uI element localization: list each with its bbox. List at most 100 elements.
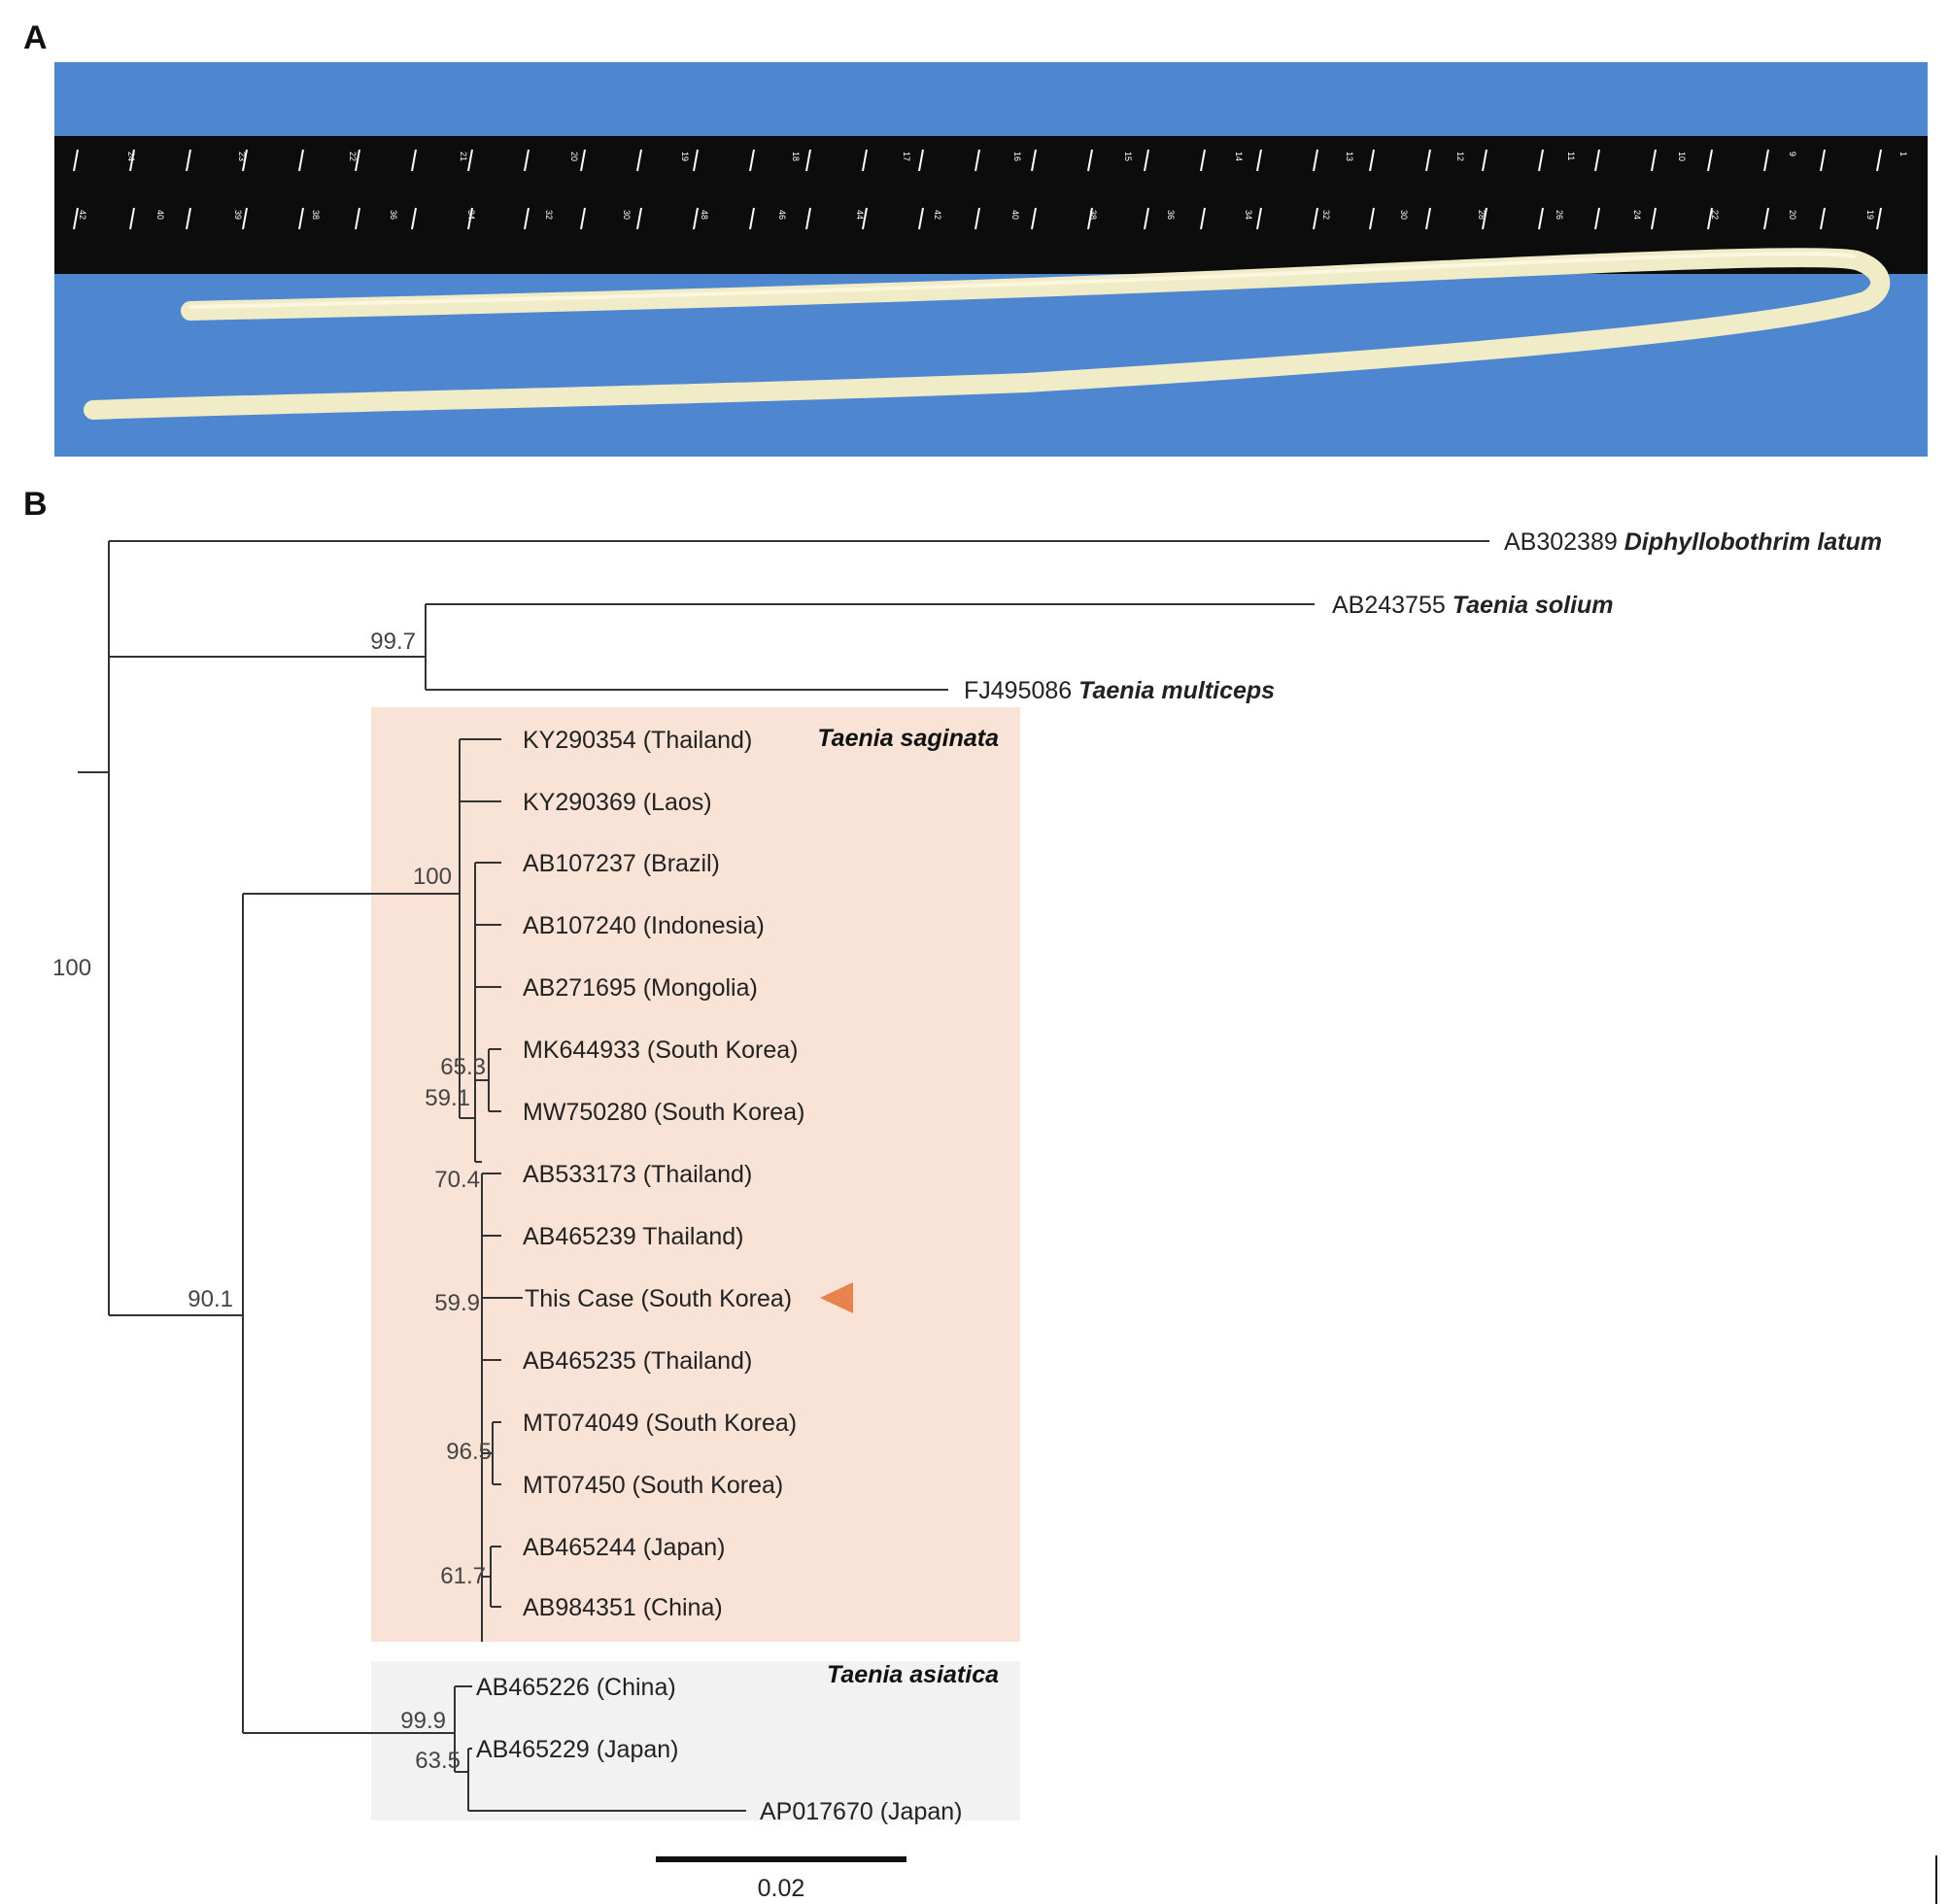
ruler-number: 32 [1321,210,1331,220]
ruler-number: 38 [1088,210,1098,220]
ruler-number: 17 [902,152,911,161]
leaf-label: KY290369 (Laos) [523,789,712,816]
ruler-tick [749,207,755,230]
ruler-tick [636,149,642,172]
ruler-tick [355,207,360,230]
ruler-tick [749,149,755,172]
ruler-tick [1313,207,1318,230]
ruler-number: 42 [933,210,942,220]
bootstrap-label: 100 [413,864,452,890]
ruler-number: 39 [233,210,243,220]
ruler-tick [1763,149,1769,172]
panel-b-label: B [23,486,48,523]
ruler-tick [1031,149,1037,172]
ruler-tick [129,207,135,230]
ruler-tick [467,149,473,172]
ruler-tick [1369,207,1375,230]
tapeworm-highlight [188,252,1856,309]
ruler-tick [1256,149,1262,172]
ruler-tick [1087,207,1093,230]
ruler-number: 32 [544,210,554,220]
ruler-number: 15 [1123,152,1133,161]
leaf-label-latum: AB302389 Diphyllobothrim latum [1504,528,1882,556]
ruler-number: 40 [1010,210,1020,220]
ruler-tick [355,149,360,172]
ruler-tick [186,149,191,172]
leaf-label-multiceps: FJ495086 Taenia multiceps [964,677,1275,704]
ruler-number: 18 [791,152,801,161]
ruler-tick [693,207,699,230]
ruler-tick [1482,149,1487,172]
ruler-tick [1820,149,1826,172]
ruler-number: 36 [1166,210,1176,220]
ruler-tick [1200,149,1206,172]
ruler-tick [1313,149,1318,172]
ruler-number: 44 [855,210,865,220]
phylogenetic-tree: Taenia saginata Taenia asiatica [52,528,1937,1904]
ruler-tick [242,149,248,172]
ruler-tick [1256,207,1262,230]
ruler-tick [805,149,811,172]
bootstrap-label: 63.5 [415,1748,461,1774]
ruler-number: 34 [1244,210,1253,220]
ruler-number: 22 [348,152,358,161]
ruler-tick [411,149,417,172]
ruler-number: 36 [389,210,398,220]
ruler-number: 16 [1012,152,1022,161]
this-case-marker-arrow [820,1282,853,1313]
ruler-tick [524,149,530,172]
bootstrap-label: 99.7 [370,629,416,655]
bootstrap-label: 99.9 [400,1708,446,1734]
ruler-tick [1707,207,1713,230]
leaf-label: AB465235 (Thailand) [523,1347,752,1375]
ruler-number: 1 [1898,152,1908,156]
ruler-number: 21 [459,152,468,161]
ruler-tick [1820,207,1826,230]
ruler-number: 11 [1566,152,1576,160]
leaf-label: AB984351 (China) [523,1594,723,1621]
ruler-tick [1763,207,1769,230]
ruler-tick [298,149,304,172]
ruler-tick [974,149,980,172]
ruler-tick [1594,207,1600,230]
leaf-label-this-case: This Case (South Korea) [525,1285,792,1312]
bootstrap-label: 65.3 [440,1054,486,1080]
ruler-number: 13 [1345,152,1354,161]
leaf-label: MT07450 (South Korea) [523,1472,783,1499]
ruler-tick [1538,207,1544,230]
ruler-number: 28 [1477,210,1487,220]
asiatica-clade-title: Taenia asiatica [827,1661,999,1688]
ruler-number: 38 [311,210,321,220]
ruler-tick [1876,149,1882,172]
ruler-tick [73,207,79,230]
ruler-number: 19 [680,152,690,161]
leaf-label: AB465229 (Japan) [476,1736,678,1763]
ruler-number: 48 [700,210,709,220]
ruler-tick [186,207,191,230]
ruler-number: 20 [1788,210,1797,220]
ruler-tick [1707,149,1713,172]
ruler-tick [580,149,586,172]
ruler-number: 30 [1399,210,1409,220]
ruler-tick [918,207,924,230]
bootstrap-label: 100 [52,955,91,981]
leaf-label: MK644933 (South Korea) [523,1037,799,1064]
ruler-tick [1876,207,1882,230]
ruler-tick [862,149,868,172]
ruler-number: 12 [1455,152,1465,161]
ruler-ticks [73,149,1882,230]
bootstrap-label: 59.1 [425,1085,470,1111]
ruler-tick [805,207,811,230]
leaf-label: MW750280 (South Korea) [523,1099,804,1126]
ruler-tick [411,207,417,230]
asiatica-clade-box [371,1661,1020,1820]
ruler-number: 23 [237,152,247,161]
ruler-number: 34 [466,210,476,220]
ruler-number: 20 [569,152,579,161]
ruler-tick [242,207,248,230]
ruler-tick [918,149,924,172]
scale-bar-label: 0.02 [758,1875,805,1902]
ruler-tick [1425,149,1431,172]
